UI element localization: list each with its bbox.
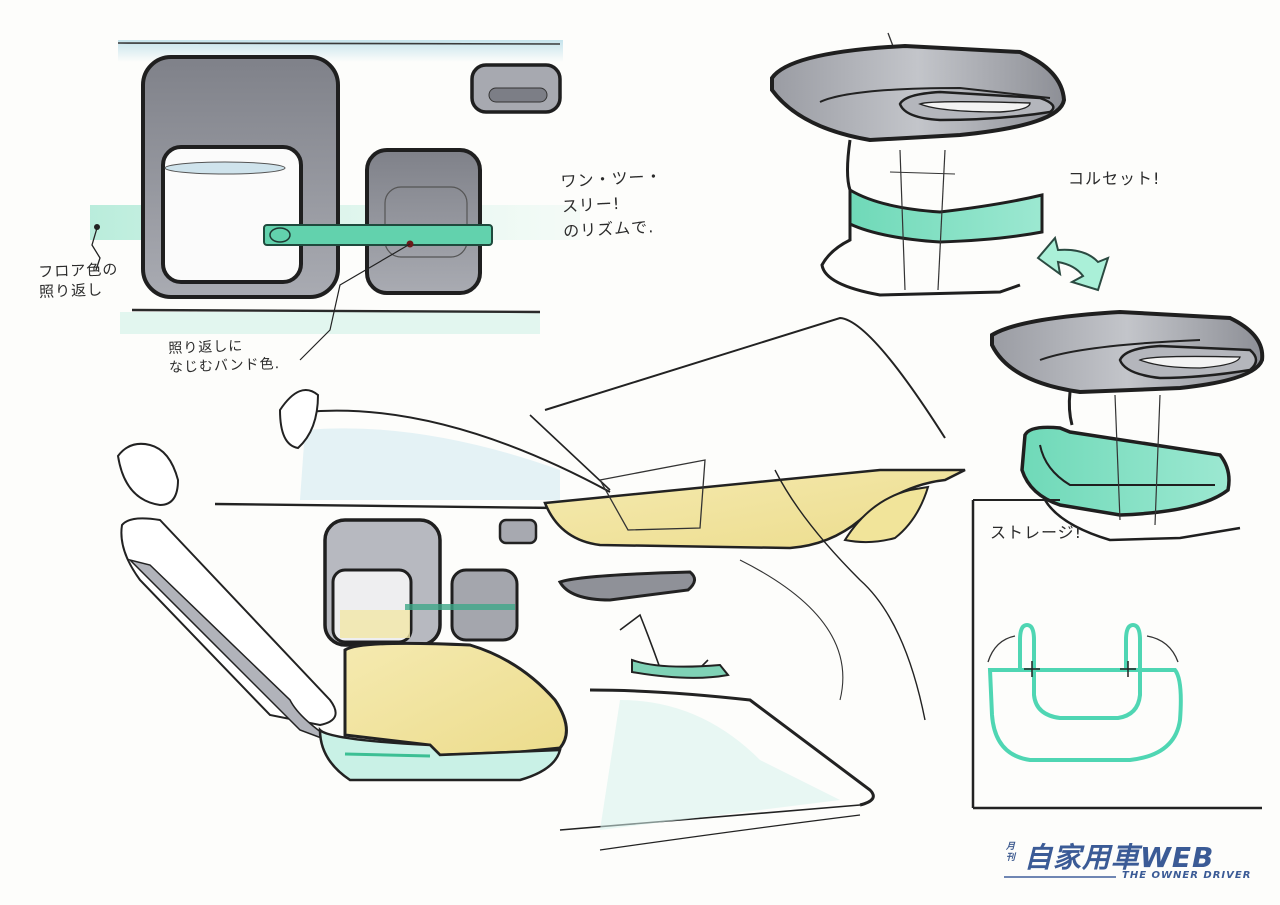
annotation-rhythm: ワン・ツー・ スリー! のリズムで. (560, 166, 663, 241)
annotation-storage: ストレージ! (990, 523, 1083, 542)
publisher-logo: 月刊 自家用車WEB THE OWNER DRIVER (1002, 838, 1262, 888)
annotation-corset: コルセット! (1068, 169, 1161, 188)
logo-subtitle: THE OWNER DRIVER (1122, 870, 1252, 881)
logo-title: 自家用車WEB (1024, 841, 1215, 874)
interior-overview (116, 316, 966, 851)
logo-rule (1004, 876, 1116, 878)
door-panel-detail (90, 40, 580, 361)
console-corset-view (770, 32, 1110, 297)
console-storage-ring-view (990, 309, 1265, 542)
logo-monthly-label: 月刊 (1006, 842, 1016, 863)
annotation-floor-color: フロア色の 照り返し (38, 260, 119, 302)
annotation-band-color: 照り返しに なじむバンド色. (168, 338, 281, 376)
storage-handle-diagram (971, 499, 1262, 810)
